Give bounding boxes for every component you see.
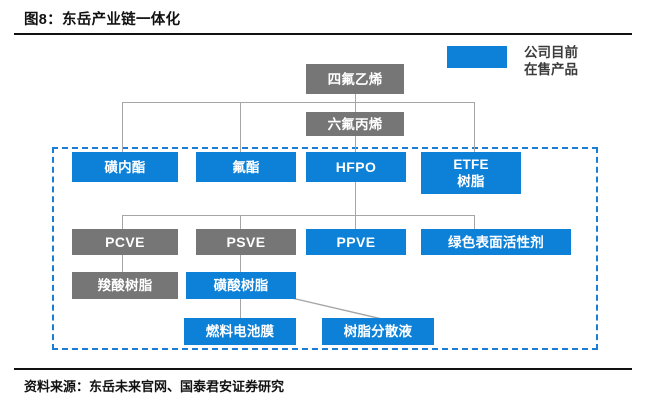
legend: 公司目前 在售产品 xyxy=(447,44,578,78)
node-sulfonic-resin[interactable]: 磺酸树脂 xyxy=(186,272,296,299)
node-fluoroester[interactable]: 氟酯 xyxy=(196,152,296,182)
connector-bus-to-psve xyxy=(240,215,241,229)
connector-bus-to-fluoroester xyxy=(240,102,241,152)
connector-bus-to-etfe xyxy=(474,102,475,152)
node-fuel-cell-membrane[interactable]: 燃料电池膜 xyxy=(184,318,296,345)
node-tfe[interactable]: 四氟乙烯 xyxy=(306,64,404,94)
title-divider xyxy=(14,33,632,35)
node-carboxylic-resin[interactable]: 羧酸树脂 xyxy=(72,272,178,299)
connector-sulfonic-resin-to-fuel-cell-membrane xyxy=(240,299,241,318)
source-note: 资料来源：东岳未来官网、国泰君安证券研究 xyxy=(24,379,285,394)
node-green-surfactant[interactable]: 绿色表面活性剂 xyxy=(421,229,571,255)
node-pcve[interactable]: PCVE xyxy=(72,229,178,255)
connector-pcve-to-carboxylic-resin xyxy=(122,255,123,272)
node-psve[interactable]: PSVE xyxy=(196,229,296,255)
connector-hfpo-stem xyxy=(355,182,356,216)
node-ppve[interactable]: PPVE xyxy=(306,229,406,255)
connector-bus-row3 xyxy=(122,215,475,216)
connector-bus-to-sultone xyxy=(122,102,123,152)
node-etfe-resin[interactable]: ETFE 树脂 xyxy=(421,152,521,194)
connector-tfe-stem xyxy=(355,94,356,103)
connector-bus-to-pcve xyxy=(122,215,123,229)
node-hfpo[interactable]: HFPO xyxy=(306,152,406,182)
dashed-highlight-region xyxy=(52,147,598,350)
connector-psve-to-sulfonic-resin xyxy=(240,255,241,272)
legend-swatch-blue xyxy=(447,46,507,68)
figure-title: 图8：东岳产业链一体化 xyxy=(24,12,181,28)
node-sultone[interactable]: 磺内酯 xyxy=(72,152,178,182)
connector-bus-row2 xyxy=(122,102,475,103)
legend-label: 公司目前 在售产品 xyxy=(524,45,578,77)
connector-tfe-to-hfp xyxy=(355,102,356,112)
connector-bus-to-ppve xyxy=(355,215,356,229)
footer-divider xyxy=(14,368,632,370)
connector-sulfonic-resin-to-resin-dispersion xyxy=(282,295,396,323)
connector-hfp-to-hfpo xyxy=(355,136,356,152)
node-resin-dispersion[interactable]: 树脂分散液 xyxy=(322,318,434,345)
node-hfp[interactable]: 六氟丙烯 xyxy=(306,112,404,136)
connector-bus-to-green-surfactant xyxy=(474,215,475,229)
